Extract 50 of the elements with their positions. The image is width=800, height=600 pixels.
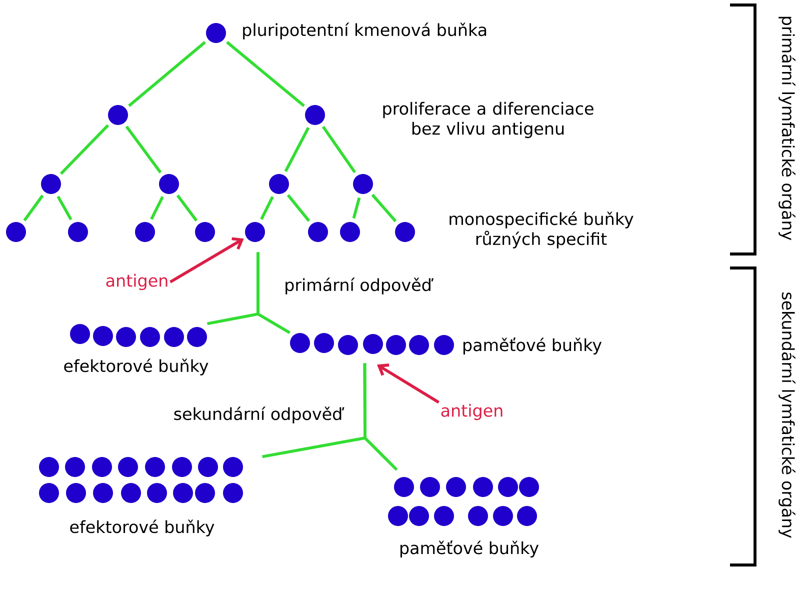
branch-line [284, 126, 310, 172]
organ-label: sekundární lymfatické orgány [778, 292, 796, 538]
cell-cluster-drawing [290, 333, 454, 355]
branch-line [371, 194, 397, 222]
cell-caption: paměťové buňky [400, 540, 539, 558]
branch-line [322, 126, 356, 174]
cell [206, 23, 226, 43]
branch-line [176, 194, 198, 222]
cell [108, 105, 128, 125]
stage-label: monospecifické buňky různých specifit [450, 212, 634, 248]
branch-line [256, 252, 290, 334]
antigen-label: antigen [441, 404, 502, 420]
cell [68, 222, 88, 242]
stage-label: proliferace a diferenciace bez vlivu antigenu [383, 102, 594, 138]
cell [308, 222, 328, 242]
response-label: primární odpověď [286, 278, 434, 294]
arrow [377, 364, 440, 404]
cell [340, 222, 360, 242]
branch-line [352, 197, 361, 219]
organ-label: primární lymfatické orgány [778, 16, 796, 240]
cell [135, 222, 155, 242]
cell [353, 174, 373, 194]
branch-line [150, 196, 164, 220]
cell-cluster-drawing [388, 477, 539, 526]
cell-caption: efektorové buňky [70, 520, 214, 536]
arrow [170, 237, 244, 284]
antigen-label: antigen [106, 274, 168, 290]
response-label: sekundární odpověď [174, 406, 344, 424]
cell-caption: paměťové buňky [463, 337, 602, 355]
cell [305, 105, 325, 125]
cell [6, 222, 26, 242]
branch-line [56, 196, 72, 220]
cell [395, 222, 415, 242]
cell [245, 222, 265, 242]
cell-caption: pluripotentní kmenová buňka [243, 22, 486, 40]
branch-line [125, 126, 162, 174]
branch-line [286, 194, 310, 222]
cell [41, 174, 61, 194]
branch-line [363, 363, 398, 471]
branch-line [23, 194, 44, 222]
cell [269, 174, 289, 194]
cell [159, 174, 179, 194]
cell [195, 222, 215, 242]
branch-line [260, 196, 274, 220]
branch-line [128, 41, 206, 107]
cell-cluster-drawing [70, 324, 207, 347]
branch-line [60, 124, 110, 175]
branch-line [226, 40, 305, 108]
cell-caption: efektorové buňky [64, 358, 208, 376]
cell-cluster-drawing [39, 457, 243, 503]
